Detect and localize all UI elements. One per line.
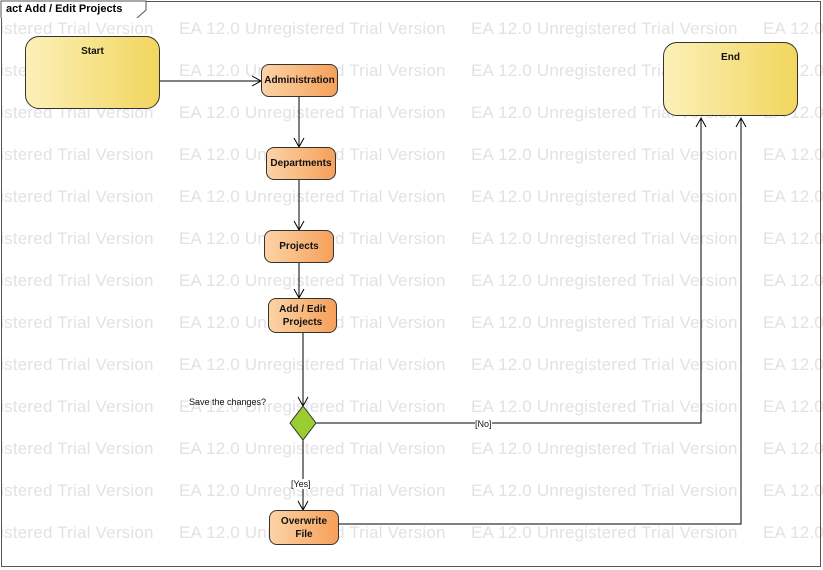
decision-node[interactable] xyxy=(289,405,317,441)
end-label: End xyxy=(721,52,740,63)
departments-label: Departments xyxy=(270,158,332,169)
start-label: Start xyxy=(81,46,104,57)
administration-label: Administration xyxy=(264,75,335,86)
no-guard-label: [No] xyxy=(475,419,492,429)
arrowhead xyxy=(695,116,707,128)
start-node[interactable]: Start xyxy=(25,36,160,109)
frame-tab-shape xyxy=(0,0,147,18)
arrowhead xyxy=(735,116,747,128)
add-edit-projects-label: Add / Edit Projects xyxy=(279,303,326,328)
administration-node[interactable]: Administration xyxy=(261,64,338,97)
yes-guard-label: [Yes] xyxy=(291,479,311,489)
departments-node[interactable]: Departments xyxy=(266,147,336,180)
edge-decision-no-end xyxy=(316,118,702,424)
end-node[interactable]: End xyxy=(663,42,798,116)
projects-label: Projects xyxy=(279,241,319,252)
edge-overwrite-end xyxy=(339,118,742,525)
decision-question: Save the changes? xyxy=(189,397,267,407)
add-edit-projects-node[interactable]: Add / Edit Projects xyxy=(268,298,337,333)
overwrite-file-label: Overwrite File xyxy=(280,515,328,540)
projects-node[interactable]: Projects xyxy=(264,230,334,263)
overwrite-file-node[interactable]: Overwrite File xyxy=(269,510,339,545)
frame-tab xyxy=(0,0,147,18)
frame-title: act Add / Edit Projects xyxy=(6,3,123,15)
